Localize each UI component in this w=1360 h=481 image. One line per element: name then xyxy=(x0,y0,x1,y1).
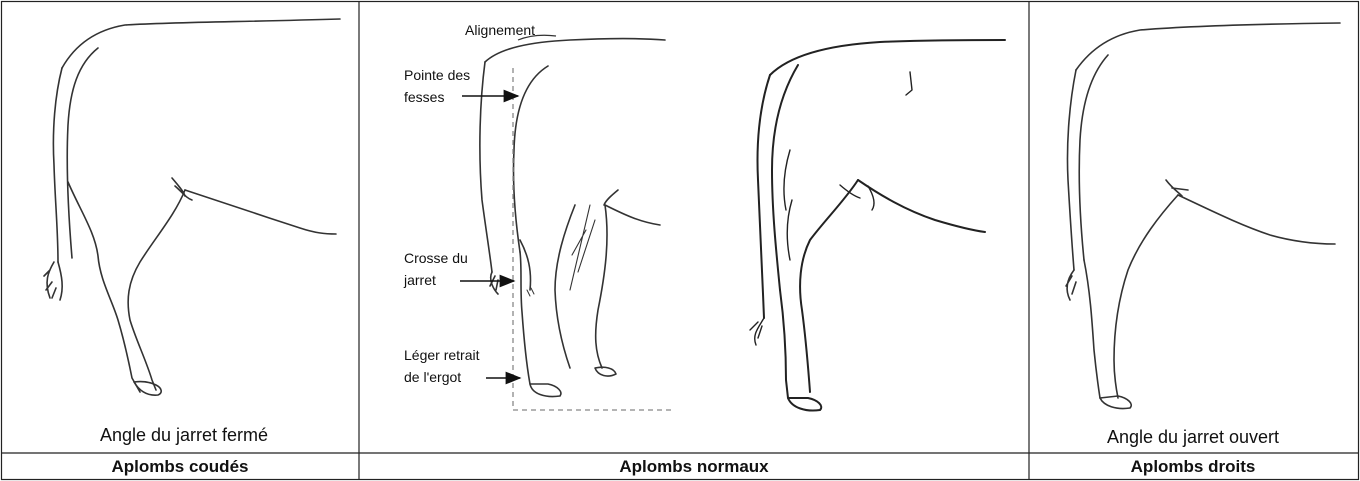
alignment-guide xyxy=(513,68,672,410)
caption-open-hock: Angle du jarret ouvert xyxy=(1107,427,1279,447)
header-aplombs-droits: Aplombs droits xyxy=(1131,457,1256,476)
cow-hindleg-closed-hock xyxy=(44,19,340,395)
header-aplombs-normaux: Aplombs normaux xyxy=(619,457,769,476)
label-fesses: fesses xyxy=(404,89,444,105)
label-jarret: jarret xyxy=(403,272,436,288)
header-aplombs-coudes: Aplombs coudés xyxy=(112,457,249,476)
cow-hindleg-normal-annotated xyxy=(480,39,665,397)
cow-hindleg-open-hock xyxy=(1066,23,1340,409)
cow-hindleg-normal xyxy=(750,40,1005,411)
label-pointe-des: Pointe des xyxy=(404,67,470,83)
label-de-lergot: de l'ergot xyxy=(404,369,461,385)
label-crosse-du: Crosse du xyxy=(404,250,468,266)
annotation-arrows xyxy=(460,96,520,378)
label-alignement: Alignement xyxy=(465,22,535,38)
label-leger-retrait: Léger retrait xyxy=(404,347,480,363)
caption-closed-hock: Angle du jarret fermé xyxy=(100,425,268,445)
